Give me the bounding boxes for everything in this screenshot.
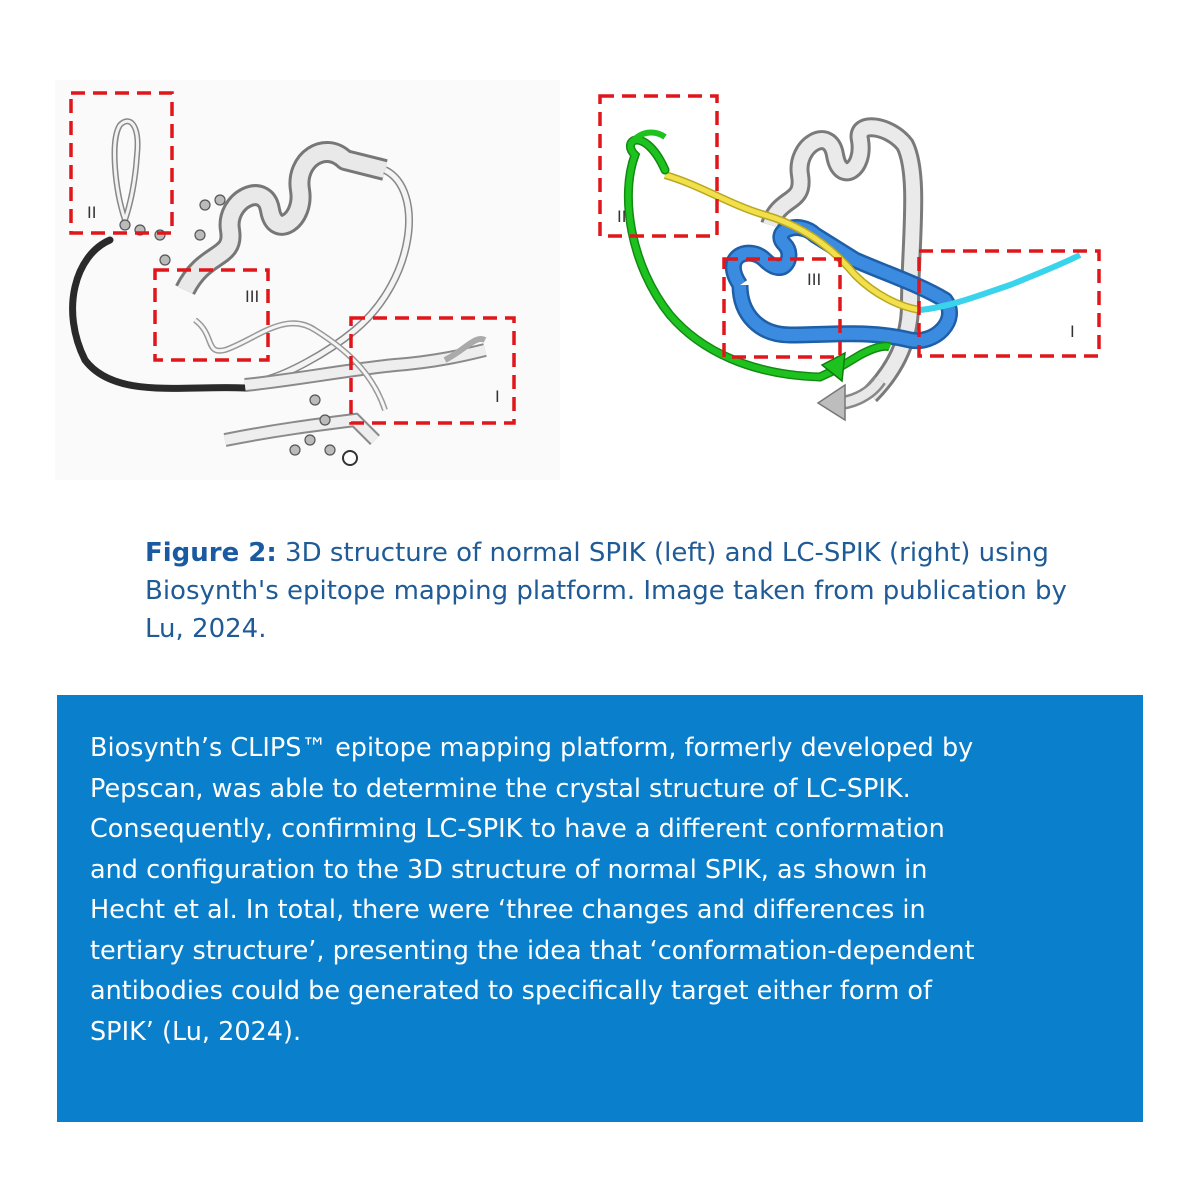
info-line: tertiary structure’, presenting the idea…: [90, 935, 975, 966]
roi-box-iii: [153, 268, 270, 362]
info-line: and configuration to the 3D structure of…: [90, 854, 928, 885]
figure-caption: Figure 2: 3D structure of normal SPIK (l…: [145, 534, 1105, 648]
figure-2: II III I: [0, 0, 1200, 500]
roi-box-ii: [69, 91, 174, 235]
roi-label-i: I: [1070, 322, 1075, 341]
info-box: Biosynth’s CLIPS™ epitope mapping platfo…: [57, 695, 1143, 1122]
caption-label: Figure 2:: [145, 538, 277, 568]
lc-spik-ribbon: II III I: [598, 94, 1101, 422]
roi-label-iii: III: [807, 270, 821, 289]
info-line: Biosynth’s CLIPS™ epitope mapping platfo…: [90, 733, 974, 763]
info-line: Hecht et al. In total, there were ‘three…: [90, 895, 926, 925]
info-line: antibodies could be generated to specifi…: [90, 976, 932, 1006]
caption-text: 3D structure of normal SPIK (left) and L…: [145, 538, 1067, 644]
roi-box-ii: [598, 94, 719, 238]
roi-box-i: [917, 249, 1101, 358]
lc-spik-structure: II III I: [590, 85, 1115, 445]
roi-label-ii: II: [617, 207, 626, 226]
roi-label-i: I: [495, 387, 500, 406]
normal-spik-structure: II III I: [55, 80, 560, 480]
roi-label-iii: III: [245, 287, 259, 306]
info-line: SPIK’ (Lu, 2024).: [90, 1016, 302, 1047]
info-line: Consequently, confirming LC-SPIK to have…: [90, 814, 945, 844]
info-line: Pepscan, was able to determine the cryst…: [90, 773, 911, 804]
roi-label-ii: II: [87, 203, 96, 222]
roi-box-iii: [722, 257, 842, 359]
normal-spik-ribbon: II III I: [69, 91, 516, 466]
